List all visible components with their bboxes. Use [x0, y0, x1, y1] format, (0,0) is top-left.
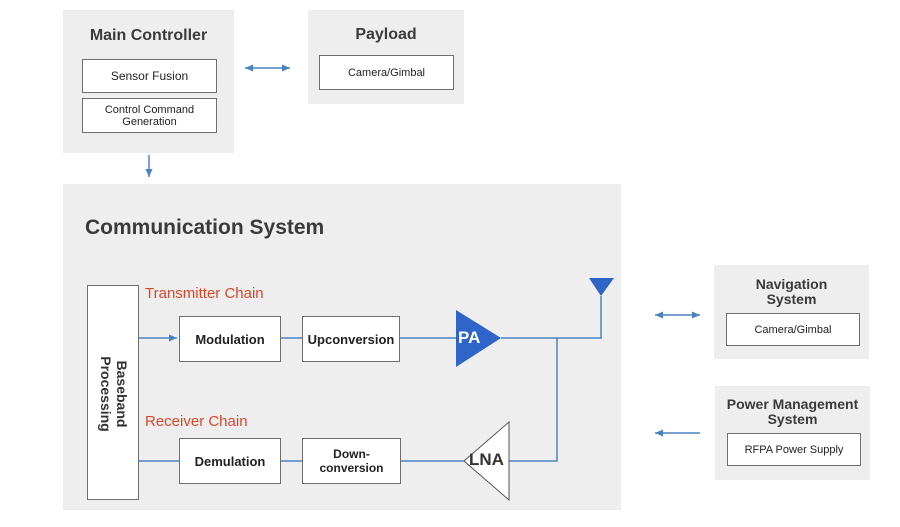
sensor-fusion-box: Sensor Fusion	[82, 59, 217, 93]
demulation-box: Demulation	[179, 438, 281, 484]
baseband-box	[87, 285, 139, 500]
rx-wire-antenna	[509, 338, 558, 462]
power-title: Power Management System	[726, 396, 859, 427]
lna-amplifier-icon	[463, 420, 510, 502]
power-panel: Power Management System RFPA Power Suppl…	[715, 386, 870, 480]
main-controller-title: Main Controller	[89, 27, 208, 44]
navigation-title: Navigation System	[755, 276, 828, 307]
lna-label: LNA	[469, 450, 504, 469]
pa-amplifier-icon	[456, 310, 501, 367]
transmitter-chain-label: Transmitter Chain	[145, 285, 264, 302]
baseband-label: Baseband Processing	[98, 356, 130, 432]
communication-title: Communication System	[85, 216, 325, 239]
main-controller-panel: Main Controller Sensor Fusion Control Co…	[63, 10, 234, 153]
rfpa-power-box: RFPA Power Supply	[727, 433, 861, 466]
pa-label: PA	[458, 328, 481, 347]
downconversion-box: Down- conversion	[302, 438, 401, 484]
receiver-chain-label: Receiver Chain	[145, 413, 248, 430]
navigation-camera-box: Camera/Gimbal	[726, 313, 860, 346]
modulation-box: Modulation	[179, 316, 281, 362]
payload-camera-box: Camera/Gimbal	[319, 55, 454, 90]
payload-title: Payload	[355, 26, 417, 43]
tx-wire-antenna	[501, 296, 602, 339]
control-command-box: Control Command Generation	[82, 98, 217, 133]
payload-panel: Payload Camera/Gimbal	[308, 10, 464, 104]
antenna-icon	[589, 278, 614, 296]
upconversion-box: Upconversion	[302, 316, 400, 362]
navigation-panel: Navigation System Camera/Gimbal	[714, 265, 869, 359]
